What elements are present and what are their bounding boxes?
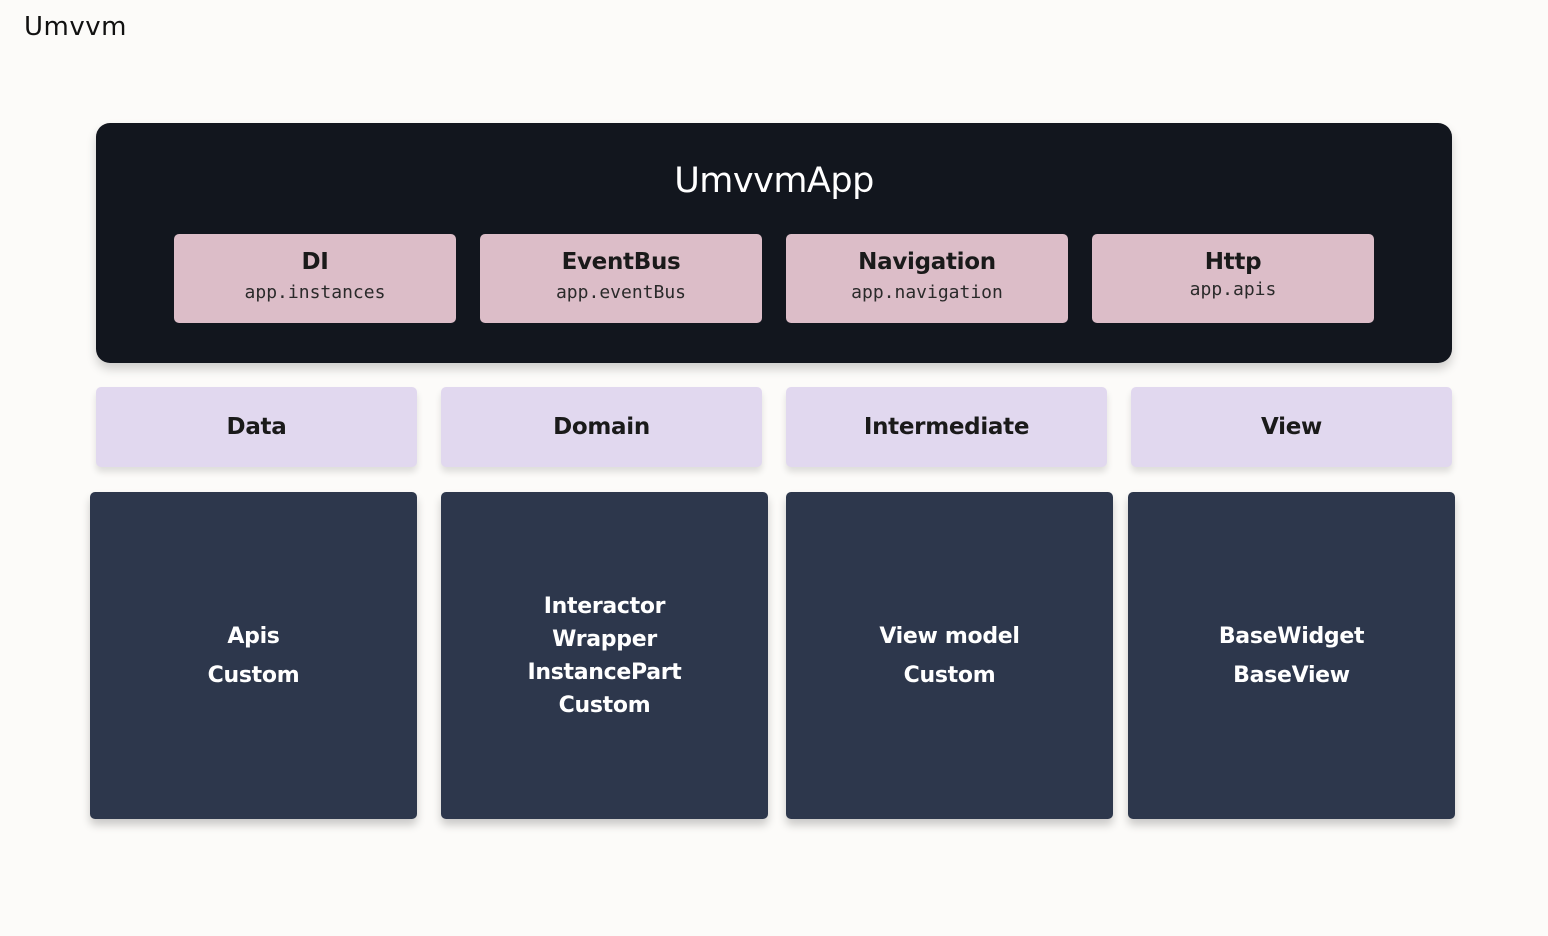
service-name: Http: [1204, 249, 1262, 275]
layer-header-view: View: [1131, 387, 1452, 467]
service-name: Navigation: [858, 249, 996, 275]
layer-item: InstancePart: [527, 659, 682, 685]
service-box-di: DI app.instances: [174, 234, 456, 323]
layer-box-view: BaseWidget BaseView: [1128, 492, 1455, 819]
layer-item: Wrapper: [552, 626, 657, 652]
service-box-eventbus: EventBus app.eventBus: [480, 234, 762, 323]
service-box-navigation: Navigation app.navigation: [786, 234, 1068, 323]
layer-box-data: Apis Custom: [90, 492, 417, 819]
app-title: UmvvmApp: [674, 161, 874, 201]
service-name: EventBus: [561, 249, 681, 275]
layer-item: Custom: [558, 692, 651, 718]
layer-item: Custom: [903, 662, 996, 688]
page-title: Umvvm: [24, 12, 127, 42]
service-accessor: app.instances: [244, 282, 386, 303]
layer-item: Apis: [227, 623, 280, 649]
layer-header-domain: Domain: [441, 387, 762, 467]
layer-box-intermediate: View model Custom: [786, 492, 1113, 819]
app-frame: UmvvmApp DI app.instances EventBus app.e…: [96, 123, 1452, 363]
layer-item: View model: [879, 623, 1020, 649]
service-name: DI: [301, 249, 329, 275]
layer-header-data: Data: [96, 387, 417, 467]
layer-item: Custom: [207, 662, 300, 688]
layer-box-domain: Interactor Wrapper InstancePart Custom: [441, 492, 768, 819]
layer-item: BaseView: [1233, 662, 1350, 688]
layer-item: BaseWidget: [1218, 623, 1365, 649]
service-box-http: Http app.apis: [1092, 234, 1374, 323]
service-accessor: app.eventBus: [555, 282, 687, 303]
service-accessor: app.apis: [1189, 279, 1277, 300]
service-accessor: app.navigation: [851, 282, 1003, 303]
layer-header-intermediate: Intermediate: [786, 387, 1107, 467]
layer-item: Interactor: [543, 593, 666, 619]
